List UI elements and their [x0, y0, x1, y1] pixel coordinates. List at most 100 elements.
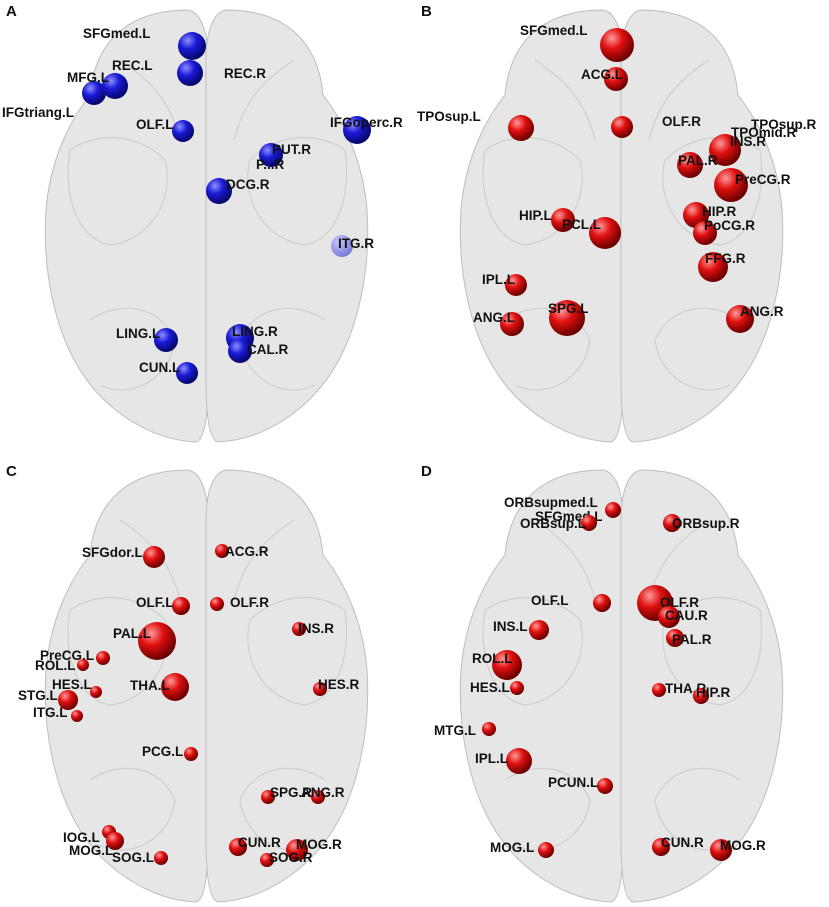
panel-a: A SFGmed.L REC.L REC.R IFGtriang.L MFG.L OLF.L… — [2, 3, 403, 443]
node-label: PCL.L — [562, 217, 601, 232]
node-sphere — [593, 594, 611, 612]
node-sphere — [492, 650, 522, 680]
node-label: REC.L — [112, 58, 153, 73]
node-label: OLF.L — [136, 595, 174, 610]
node-sphere — [529, 620, 549, 640]
node-sphere — [658, 606, 680, 628]
node-label: HIP.R — [702, 204, 737, 219]
node-label: FFG.R — [705, 251, 746, 266]
panel-letter: D — [421, 463, 432, 480]
node-label: INS.R — [730, 134, 766, 149]
brain-surface — [459, 469, 784, 903]
node-label: P...R — [256, 157, 285, 172]
node-label: ORBsup.L — [520, 516, 586, 531]
node-sphere — [260, 853, 274, 867]
node-sphere — [652, 838, 670, 856]
node-label: CAU.R — [665, 608, 708, 623]
node-sphere — [106, 832, 124, 850]
node-sphere — [138, 622, 176, 660]
node-label: ANG.L — [473, 310, 515, 325]
node-label: TPOmid.R — [731, 125, 797, 140]
node-sphere — [508, 115, 534, 141]
node-label: PAL.R — [672, 632, 712, 647]
node-label: OLF.L — [531, 593, 569, 608]
node-sphere — [58, 690, 78, 710]
node-label: IPL.L — [482, 272, 515, 287]
node-label: PreCG.L — [40, 648, 94, 663]
node-sphere — [311, 790, 325, 804]
node-sphere — [343, 116, 371, 144]
node-label: SPG.R — [270, 785, 312, 800]
node-sphere — [178, 32, 206, 60]
node-label: MFG.L — [67, 70, 109, 85]
node-sphere — [172, 120, 194, 142]
node-label: PAL.R — [678, 153, 718, 168]
node-sphere — [666, 629, 684, 647]
node-label: TPOsup.L — [417, 109, 481, 124]
node-sphere — [161, 673, 189, 701]
node-sphere — [698, 252, 728, 282]
node-label: REC.R — [224, 66, 266, 81]
node-sphere — [693, 221, 717, 245]
node-label: SFGmed.L — [83, 26, 151, 41]
node-label: PCG.L — [142, 744, 183, 759]
node-label: ORBsupmed.L — [504, 495, 598, 510]
node-label: DCG.R — [226, 177, 270, 192]
node-sphere — [261, 790, 275, 804]
node-sphere — [714, 168, 748, 202]
node-label: MOG.L — [69, 843, 113, 858]
node-sphere — [600, 28, 634, 62]
node-sphere — [589, 217, 621, 249]
node-label: SOG.L — [112, 850, 154, 865]
node-sphere — [663, 514, 681, 532]
brain-surface — [44, 469, 369, 903]
node-label: OLF.L — [136, 117, 174, 132]
node-label: ANG.R — [301, 785, 345, 800]
node-sphere — [693, 688, 709, 704]
panel-letter: A — [6, 3, 17, 20]
node-label: MOG.R — [720, 838, 766, 853]
node-label: IFGtriang.L — [2, 105, 74, 120]
node-label: HES.L — [52, 677, 92, 692]
node-sphere — [154, 851, 168, 865]
node-label: ROL.L — [472, 651, 513, 666]
node-sphere — [228, 339, 252, 363]
node-sphere — [726, 305, 754, 333]
node-label: HES.L — [470, 680, 510, 695]
node-label: OLF.R — [230, 595, 269, 610]
node-sphere — [313, 682, 327, 696]
node-sphere — [510, 681, 524, 695]
node-label: CUN.R — [661, 835, 704, 850]
node-sphere — [500, 312, 524, 336]
node-label: SFGmed.L — [520, 23, 588, 38]
node-sphere — [551, 208, 575, 232]
node-sphere — [709, 134, 741, 166]
node-label: MOG.R — [296, 837, 342, 852]
node-label: PUT.R — [272, 142, 311, 157]
node-sphere — [538, 842, 554, 858]
node-label: ACG.L — [581, 67, 623, 82]
node-sphere — [506, 748, 532, 774]
node-sphere — [604, 67, 628, 91]
node-sphere — [210, 597, 224, 611]
node-label: PoCG.R — [704, 218, 755, 233]
panel-letter: C — [6, 463, 17, 480]
node-label: PAL.L — [113, 626, 151, 641]
node-label: LING.R — [232, 324, 278, 339]
node-sphere — [482, 722, 496, 736]
node-label: HIP.L — [519, 208, 552, 223]
node-label: INS.L — [493, 619, 528, 634]
node-label: OLF.R — [662, 114, 701, 129]
node-label: TPOsup.R — [751, 117, 817, 132]
node-sphere — [77, 659, 89, 671]
node-label: CAL.R — [247, 342, 288, 357]
node-sphere — [259, 143, 283, 167]
node-label: IPL.L — [475, 751, 508, 766]
node-sphere — [605, 502, 621, 518]
node-sphere — [184, 747, 198, 761]
node-label: CUN.R — [238, 835, 281, 850]
node-sphere — [652, 683, 666, 697]
